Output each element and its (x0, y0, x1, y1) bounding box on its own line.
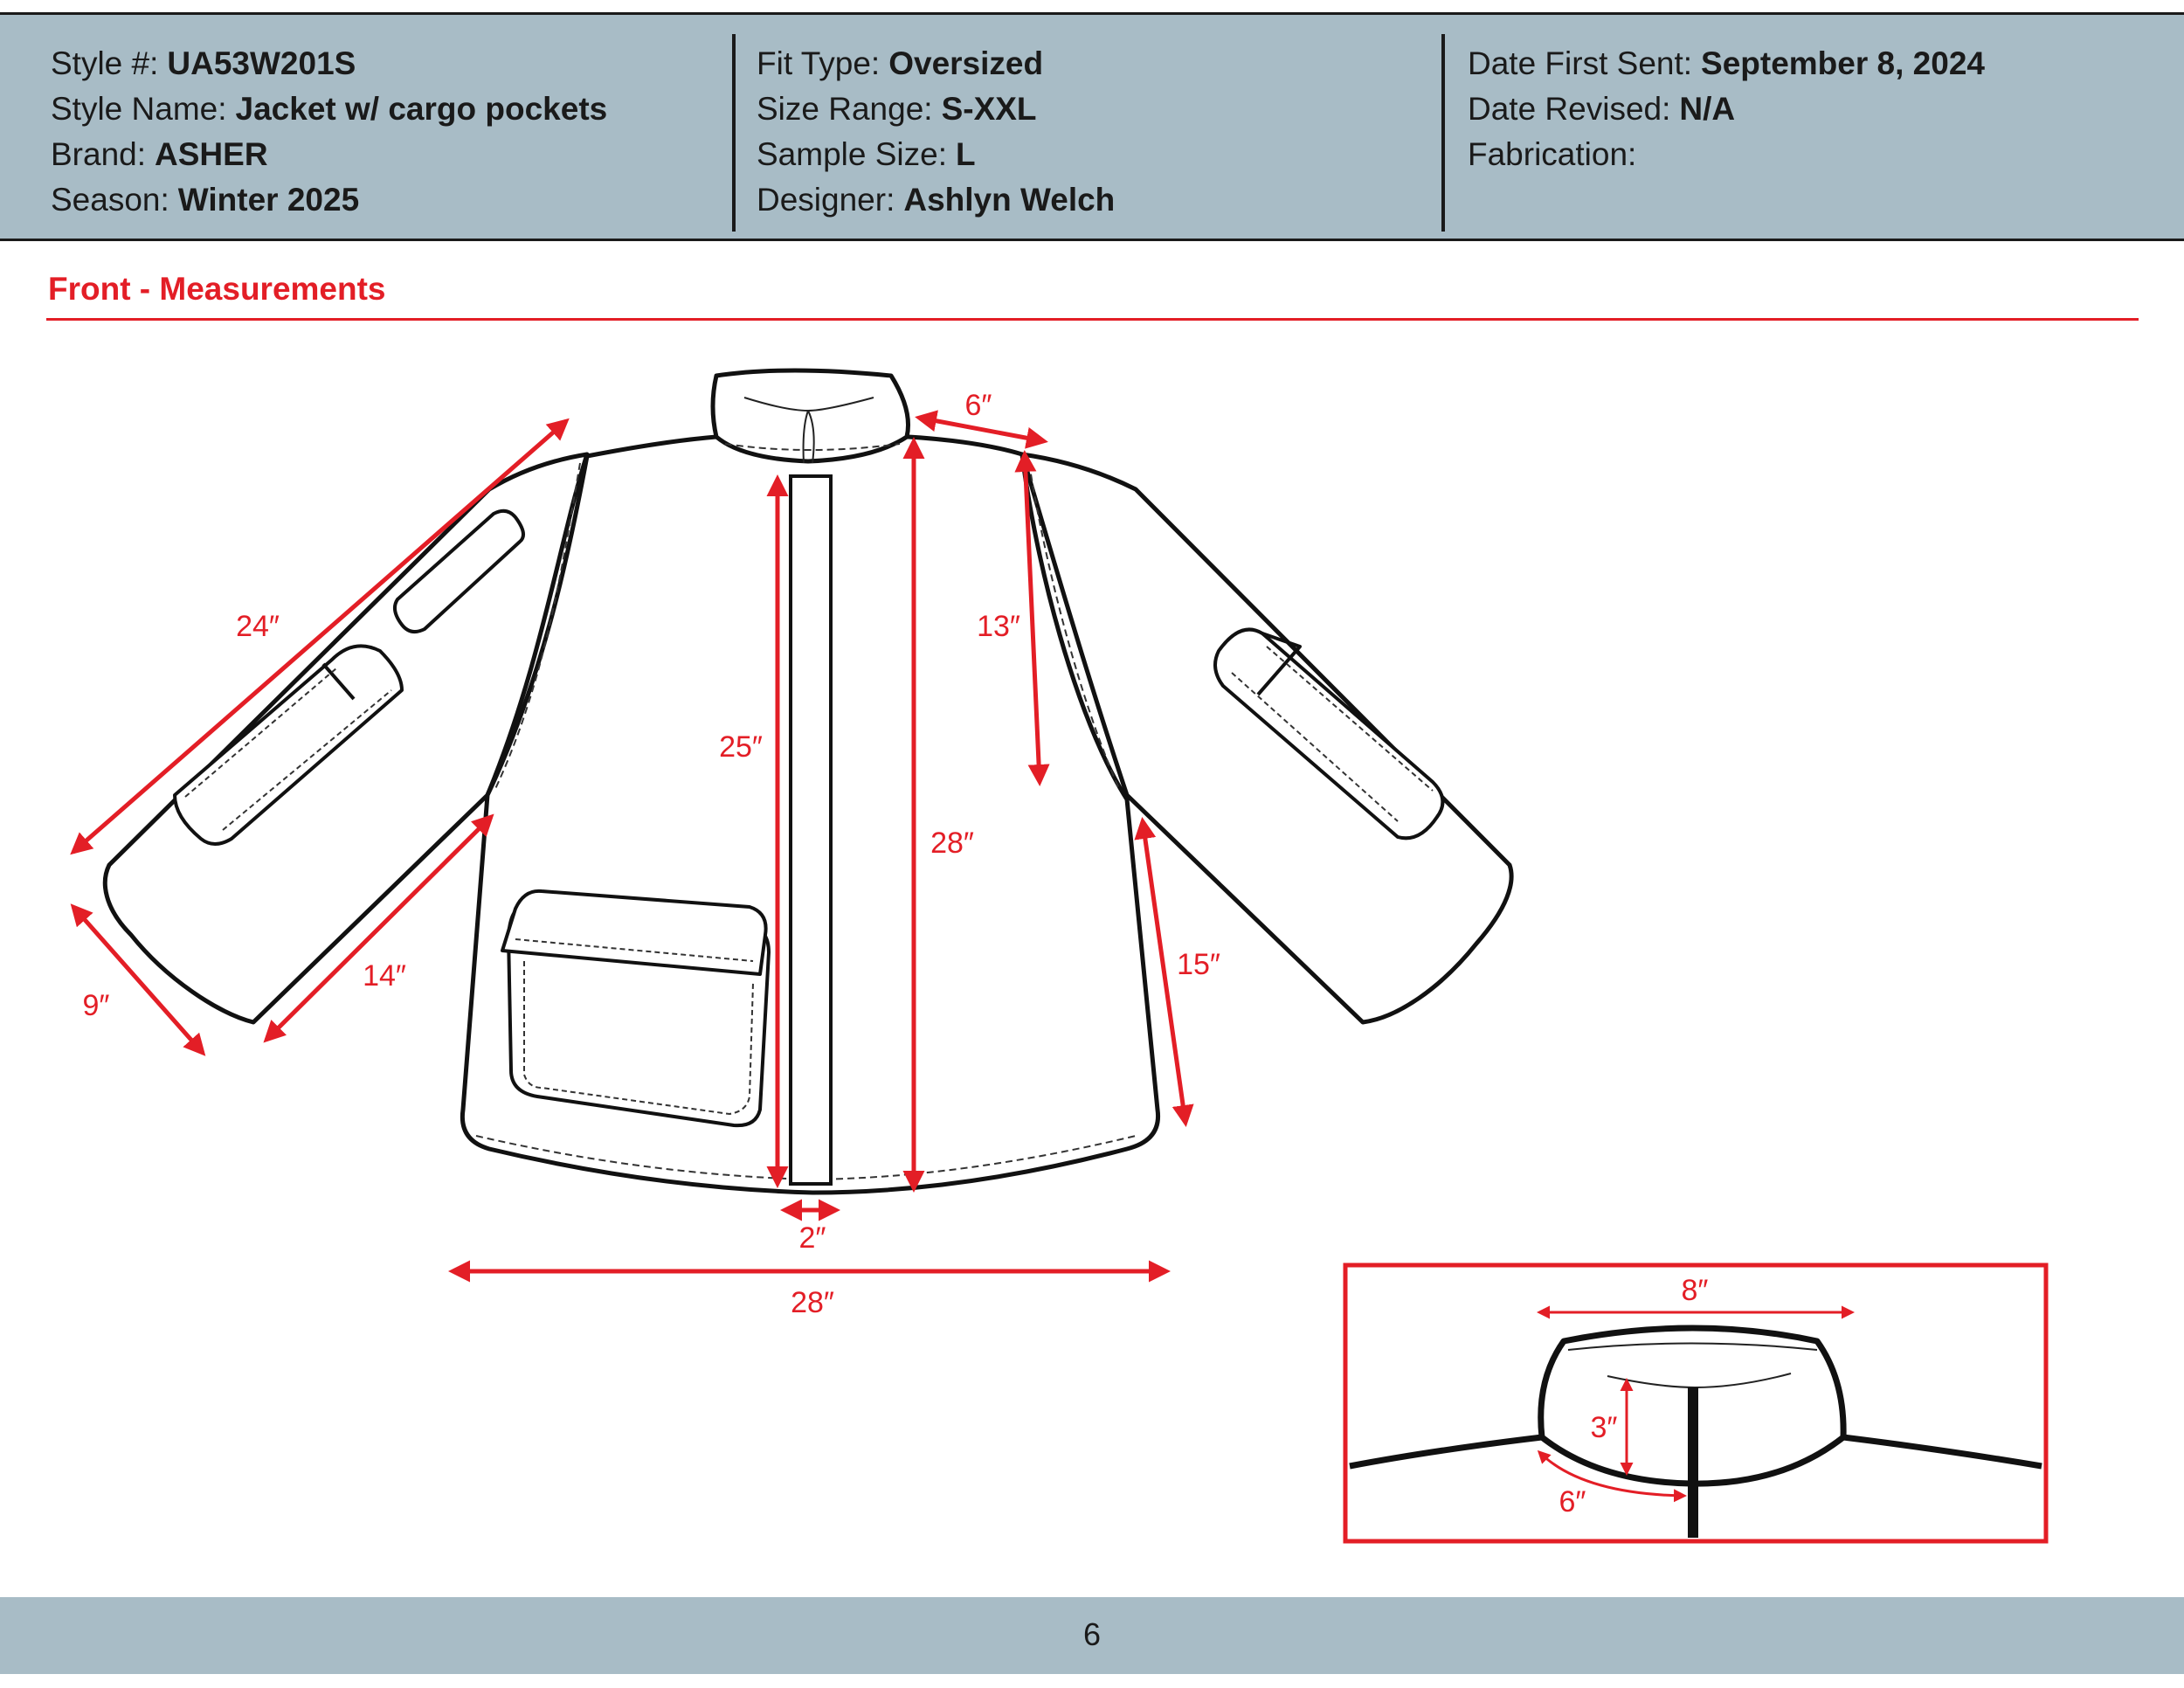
header-column-style: Style #:UA53W201S Style Name:Jacket w/ c… (51, 41, 607, 223)
header-column-fit: Fit Type:Oversized Size Range:S-XXL Samp… (757, 41, 1115, 223)
header-column-dates: Date First Sent:September 8, 2024 Date R… (1468, 41, 1985, 177)
underarm-arrow (263, 813, 494, 1043)
size-range-value: S-XXL (941, 91, 1037, 127)
body-length-label: 28″ (930, 827, 974, 860)
date-first-sent-row: Date First Sent:September 8, 2024 (1468, 45, 1985, 81)
right-sleeve-pocket (1213, 627, 1445, 841)
side-seam-label: 15″ (1177, 948, 1220, 981)
sample-size-row: Sample Size:L (757, 136, 976, 172)
fabrication-row: Fabrication: (1468, 136, 1637, 172)
collar-width-label: 8″ (1682, 1274, 1709, 1307)
section-rule (46, 318, 2139, 321)
sleeve-length-label: 24″ (236, 610, 280, 643)
sample-size-value: L (956, 136, 976, 172)
page-number: 6 (1082, 1616, 1102, 1652)
spec-header: Style #:UA53W201S Style Name:Jacket w/ c… (0, 12, 2184, 241)
style-number-row: Style #:UA53W201S (51, 45, 356, 81)
shoulder-label: 6″ (965, 389, 992, 422)
brand-value: ASHER (155, 136, 268, 172)
side-seam-arrow (1134, 817, 1194, 1127)
designer-row: Designer:Ashlyn Welch (757, 182, 1116, 218)
date-revised-row: Date Revised:N/A (1468, 91, 1736, 127)
fit-type-row: Fit Type:Oversized (757, 45, 1044, 81)
neck-curve-arrow (1537, 1449, 1687, 1503)
season-row: Season:Winter 2025 (51, 182, 360, 218)
brand-row: Brand:ASHER (51, 136, 268, 172)
collar-detail-inset: 8″ 3″ 6″ (1343, 1263, 2049, 1544)
sleeve-length-arrow (70, 418, 570, 855)
page-footer: 6 (0, 1597, 2184, 1674)
shoulder-arrow (915, 410, 1048, 449)
neck-curve-label: 6″ (1559, 1485, 1586, 1519)
header-divider (732, 34, 736, 232)
zipper-placket (789, 474, 833, 1186)
cuff-width-arrow (70, 903, 206, 1056)
armhole-arrow (1014, 450, 1050, 786)
underarm-label: 14″ (363, 959, 406, 993)
cuff-width-label: 9″ (83, 989, 110, 1022)
right-sleeve (1019, 452, 1514, 1025)
front-length-label: 25″ (719, 730, 763, 764)
collar-height-label: 3″ (1591, 1411, 1618, 1444)
header-divider (1441, 34, 1445, 232)
style-name-value: Jacket w/ cargo pockets (235, 91, 608, 127)
designer-value: Ashlyn Welch (903, 182, 1116, 218)
date-revised-value: N/A (1679, 91, 1736, 127)
style-number-value: UA53W201S (167, 45, 356, 81)
fit-type-value: Oversized (888, 45, 1044, 81)
placket-width-label: 2″ (799, 1221, 826, 1255)
section-title: Front - Measurements (48, 271, 386, 307)
armhole-label: 13″ (977, 610, 1020, 643)
style-name-row: Style Name:Jacket w/ cargo pockets (51, 91, 608, 127)
chest-pocket-flap (501, 889, 768, 976)
date-first-sent-value: September 8, 2024 (1701, 45, 1985, 81)
season-value: Winter 2025 (177, 182, 360, 218)
hem-width-label: 28″ (791, 1286, 834, 1319)
size-range-row: Size Range:S-XXL (757, 91, 1037, 127)
